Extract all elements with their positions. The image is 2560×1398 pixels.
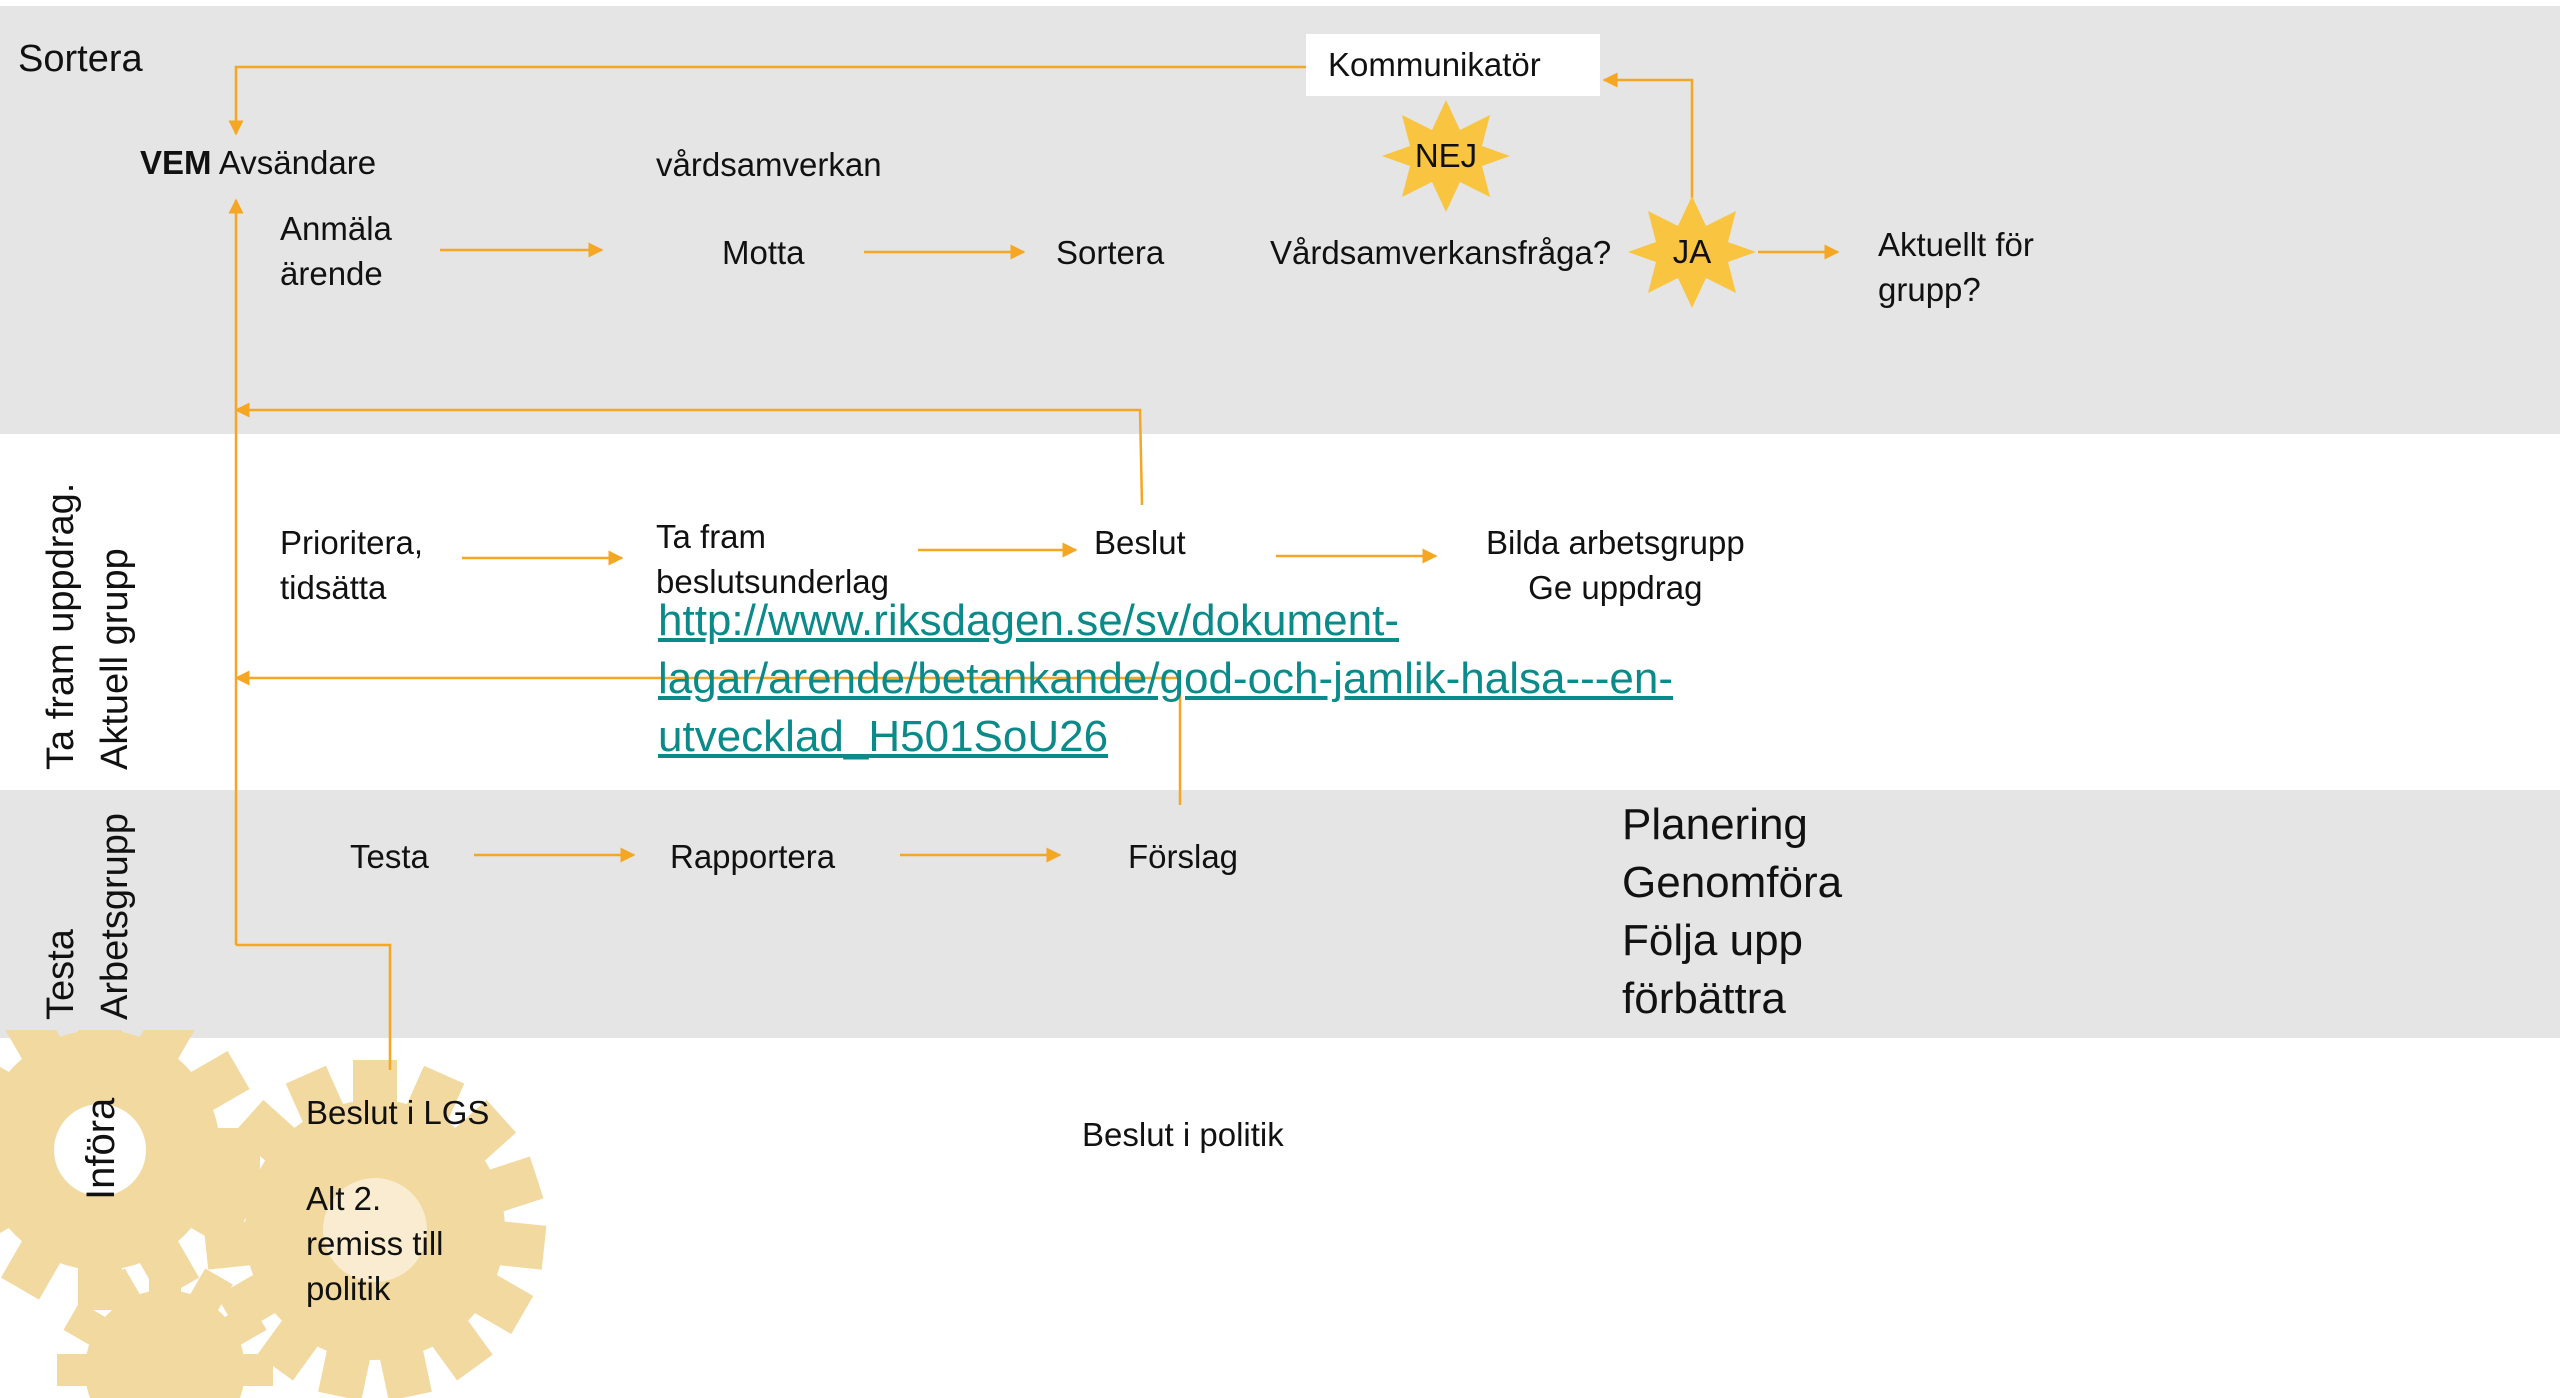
- anmala-arende: Anmäla ärende: [280, 206, 392, 296]
- band-title-ta-fram-line1: Ta fram uppdrag.: [40, 482, 82, 770]
- vardsamverkan-label: vårdsamverkan: [656, 146, 882, 183]
- band-title-sortera: Sortera: [18, 38, 143, 80]
- ja-label: JA: [1672, 233, 1712, 270]
- band-testa: [0, 790, 2560, 1038]
- plan-list: Planering Genomföra Följa upp förbättra: [1622, 796, 1842, 1028]
- beslut-i-politik-label: Beslut i politik: [1082, 1116, 1284, 1153]
- aktuellt-for-grupp: Aktuellt för grupp?: [1878, 222, 2034, 312]
- bilda-line1: Bilda arbetsgrupp: [1486, 524, 1745, 561]
- band-title-testa: Testa Arbetsgrupp: [34, 813, 142, 1020]
- rapportera-label: Rapportera: [670, 838, 836, 875]
- prioritera-line2: tidsätta: [280, 569, 387, 606]
- band-title-infora: Införa: [74, 1098, 128, 1200]
- alt2-line1: Alt 2.: [306, 1180, 382, 1217]
- ta-fram-line2: beslutsunderlag: [656, 563, 889, 600]
- vem-label: VEM: [140, 144, 212, 181]
- aktuellt-line2: grupp?: [1878, 271, 1981, 308]
- ta-fram-line1: Ta fram: [656, 518, 767, 555]
- kommunikator-label: Kommunikatör: [1328, 46, 1541, 83]
- forslag-label: Förslag: [1128, 838, 1239, 875]
- alt2-line3: politik: [306, 1270, 391, 1307]
- plan-item: förbättra: [1622, 974, 1786, 1023]
- kommunikator-box: Kommunikatör: [1306, 34, 1600, 96]
- nej-label: NEJ: [1414, 137, 1478, 174]
- sortera-step-label: Sortera: [1056, 234, 1165, 271]
- bilda-line2: Ge uppdrag: [1528, 569, 1703, 606]
- alt2-line2: remiss till: [306, 1225, 444, 1262]
- vardsamverkansfraga-label: Vårdsamverkansfråga?: [1270, 234, 1612, 271]
- ta-fram-beslutsunderlag: Ta fram beslutsunderlag: [656, 514, 889, 604]
- band-title-ta-fram-line2: Aktuell grupp: [94, 548, 136, 770]
- prioritera-line1: Prioritera,: [280, 524, 424, 561]
- band-title-testa-line1: Testa: [40, 929, 82, 1020]
- bilda-arbetsgrupp: Bilda arbetsgrupp Ge uppdrag: [1486, 520, 1745, 610]
- band-title-ta-fram: Ta fram uppdrag. Aktuell grupp: [34, 483, 142, 770]
- band-title-testa-line2: Arbetsgrupp: [94, 812, 136, 1020]
- avsandare-label: Avsändare: [218, 144, 377, 181]
- vem-avsandare: VEM Avsändare: [140, 140, 376, 185]
- anmala-line1: Anmäla: [280, 210, 392, 247]
- plan-item: Genomföra: [1622, 858, 1843, 907]
- beslut-i-lgs-label: Beslut i LGS: [306, 1094, 490, 1131]
- plan-item: Följa upp: [1622, 916, 1804, 965]
- alt2-remiss: Alt 2. remiss till politik: [306, 1176, 444, 1311]
- aktuellt-line1: Aktuellt för: [1878, 226, 2034, 263]
- gears-decoration: [0, 1030, 547, 1398]
- prioritera-tidsatta: Prioritera, tidsätta: [280, 520, 423, 610]
- band-title-infora-text: Införa: [79, 1097, 123, 1200]
- beslut-label: Beslut: [1094, 524, 1186, 561]
- testa-label: Testa: [350, 838, 429, 875]
- anmala-line2: ärende: [280, 255, 383, 292]
- motta-label: Motta: [722, 234, 805, 271]
- riksdagen-link[interactable]: http://www.riksdagen.se/sv/dokument- lag…: [658, 596, 1674, 761]
- plan-item: Planering: [1622, 800, 1808, 849]
